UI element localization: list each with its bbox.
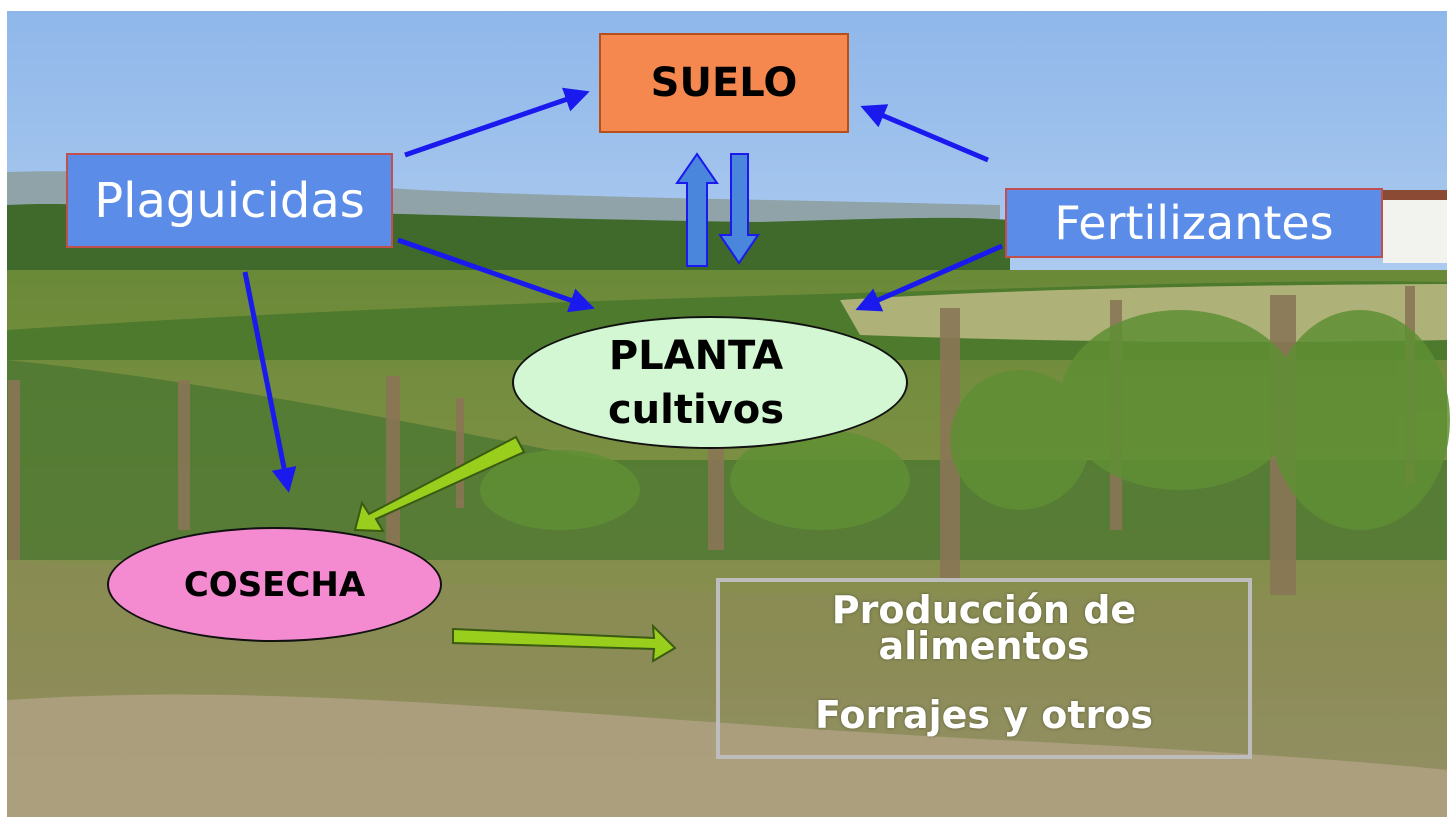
arrow-plaguicidas-to-suelo: [404, 87, 590, 158]
fertilizantes-box: Fertilizantes: [1005, 188, 1383, 258]
arrow-cosecha-to-produccion: [452, 623, 677, 663]
arrow-plaguicidas-to-planta: [397, 237, 595, 313]
fertilizantes-label: Fertilizantes: [1054, 196, 1334, 250]
planta-label: PLANTA: [608, 332, 784, 379]
suelo-label: SUELO: [650, 60, 798, 106]
suelo-box: SUELO: [599, 33, 849, 133]
cultivos-label: cultivos: [607, 386, 785, 433]
produccion-box: Producción de alimentos Forrajes y otros: [716, 578, 1252, 759]
forrajes-label: Forrajes y otros: [814, 693, 1154, 737]
arrow-fertilizantes-to-suelo: [860, 104, 989, 163]
plaguicidas-box: Plaguicidas: [66, 153, 393, 248]
cosecha-label: COSECHA: [183, 564, 366, 605]
cosecha-ellipse: COSECHA: [107, 527, 442, 642]
arrow-up-planta-to-suelo: [675, 152, 719, 267]
plaguicidas-label: Plaguicidas: [94, 172, 365, 229]
arrow-plaguicidas-to-cosecha: [242, 271, 297, 493]
arrow-planta-to-cosecha: [353, 435, 526, 533]
arrow-fertilizantes-to-planta: [855, 243, 1004, 312]
planta-ellipse: PLANTA cultivos: [512, 316, 908, 449]
produccion-label: Producción de alimentos: [831, 588, 1137, 668]
arrow-down-suelo-to-planta: [718, 153, 760, 265]
